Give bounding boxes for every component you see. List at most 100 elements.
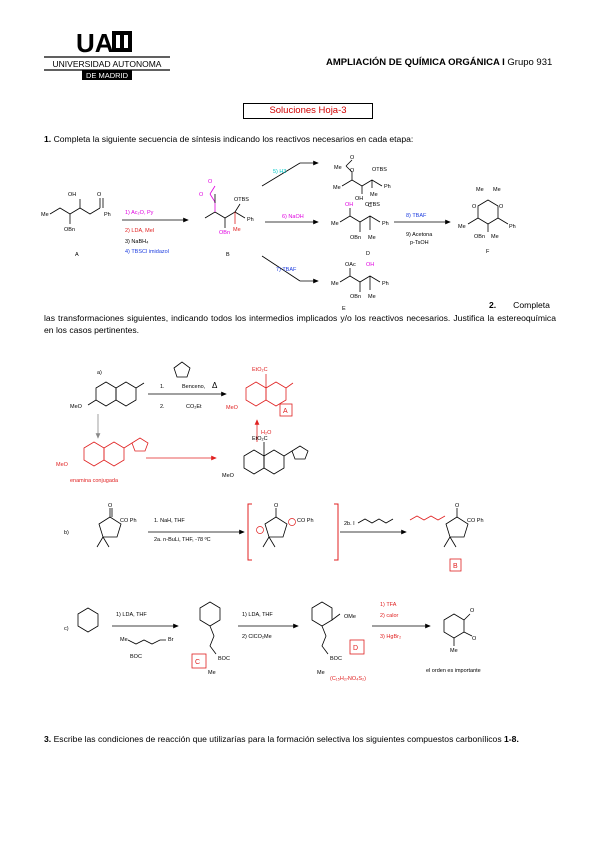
f-me2-label: Me [493,187,501,193]
f-obn-label: OBn [474,234,485,240]
compound-e-structure [339,268,381,292]
question-3-number: 3. [44,734,52,744]
compound-d2-structure [311,601,341,655]
d-oh-label: OH [345,202,353,208]
logo-line2: DE MADRID [86,71,129,80]
product-b-o-label: O [455,503,460,509]
compound-f-label: F [486,249,490,255]
d2-me-label: Me [317,670,325,676]
d-ph-label: Ph [382,221,389,227]
reagent-step5: 5) H3 [273,169,286,175]
part-c-step3a: 1) TFA [380,602,397,608]
c-me-label: Me [333,185,341,191]
course-name: AMPLIACIÓN DE QUÍMICA ORGÁNICA I [326,57,505,68]
reagent-step1: 1) Ac₂O, Py [125,210,154,216]
part-b-label: b) [64,530,69,536]
d-me-label: Me [331,221,339,227]
d-otbs-label: OTBS [365,202,380,208]
product-b-box [449,558,462,572]
compound-c-box-label: C [195,659,200,666]
compound-d-formula: (C₁₅H₂₇NO₄S₂) [330,676,366,682]
course-group: Grupo 931 [507,57,553,68]
a-ph-label: Ph [104,212,111,218]
b-ph-label: Ph [247,217,254,223]
lactam-me-label: Me [450,648,458,654]
c-oh-label: OH [355,196,363,202]
reagent-step4: 4) TBSCl imidazol [125,249,169,255]
compound-a-label: A [75,252,79,258]
product-a-box-label: A [283,408,288,415]
c-o2-label: O [350,168,355,174]
question-2-start: Completa [513,300,550,310]
compound-f-structure [467,199,509,232]
reagent-br-label: Br [168,637,174,643]
branch-down-line [261,255,301,282]
question-3-text: 3. Escribe las condiciones de reacción q… [44,734,519,744]
compound-d-box-label: D [353,645,358,652]
d2-ome-label: OMe [344,614,356,620]
branch-up-line [261,162,301,187]
tetralone-structure [87,381,145,407]
reagent-step9a: 9) Acetona [406,232,433,238]
e-ph-label: Ph [382,281,389,287]
question-2-number-line: 2.Completa [489,300,550,310]
charge-minus-1 [256,526,264,534]
dithiane-structure [77,607,99,633]
a-me-label: Me [41,212,49,218]
lactam-o2-label: O [472,636,477,642]
e-obn-label: OBn [350,294,361,300]
part-a-reagent2b: CO₂Et [186,404,202,410]
e-oh-label: OH [366,262,374,268]
delta-symbol: Δ [212,381,218,390]
dianion-bracket [247,503,339,561]
e-me2-label: Me [368,294,376,300]
c-otbs-label: OTBS [372,167,387,173]
f-o1-label: O [472,204,477,210]
product-b-box-label: B [453,563,458,570]
f-o2-label: O [499,204,504,210]
compound-b-label: B [226,252,230,258]
c-o-label: O [350,155,355,161]
cyclopentanone-structure [96,508,122,548]
product-a-meo: MeO [226,405,239,411]
part-a-reagent1b: Benceno, [182,384,206,390]
compound-c-box [191,653,207,669]
f-ph-label: Ph [509,224,516,230]
part-a-label: a) [97,370,102,376]
part-b-reagent3: 2b. I [344,521,355,527]
product-b-chain [409,515,446,521]
dienyl-iodide [357,518,394,524]
reagent-step8: 8) TBAF [406,213,427,219]
dianion-cooph-label: CO Ph [297,518,314,524]
product-a-eto2c: EtO₂C [252,367,268,373]
order-note: el orden es importante [426,668,481,674]
compound-d-structure [339,208,381,232]
part-c-step2a: 1) LDA, THF [242,612,273,618]
part-b-reagent2: 2a. n-BuLi, THF, -78 ºC [154,536,211,543]
b-o2-label: O [199,192,204,198]
c2-me-label: Me [208,670,216,676]
c-me-top-label: Me [334,165,342,171]
iminium-eto2c: EtO₂C [252,436,268,442]
a-obn-label: OBn [64,227,75,233]
tetralone-meo-label: MeO [70,404,83,410]
question-3-statement: Escribe las condiciones de reacción que … [53,734,502,744]
part-c-step2b: 2) ClCO₂Me [242,634,272,640]
question-1-statement: Completa la siguiente secuencia de sínte… [53,134,414,144]
pyrrolidine-reagent [173,361,191,378]
d-obn-label: OBn [350,235,361,241]
question-1-text: 1. Completa la siguiente secuencia de sí… [44,133,556,145]
reagent-step6: 6) NaOH [282,214,304,220]
page-title: Soluciones Hoja-3 [243,103,373,119]
c-me2-label: Me [370,192,378,198]
part-c-label: c) [64,626,69,632]
b-otbs-label: OTBS [234,197,249,203]
product-a-structure [245,374,294,407]
enamine-structure [83,437,149,467]
dianion-structure [262,508,288,548]
reagent-step2: 2) LDA, MeI [125,228,155,234]
b-cooph-label: CO Ph [120,518,137,524]
reagent-step3: 3) NaBH₄ [125,239,149,245]
b-obn-label: OBn [219,230,230,236]
e-me-label: Me [331,281,339,287]
